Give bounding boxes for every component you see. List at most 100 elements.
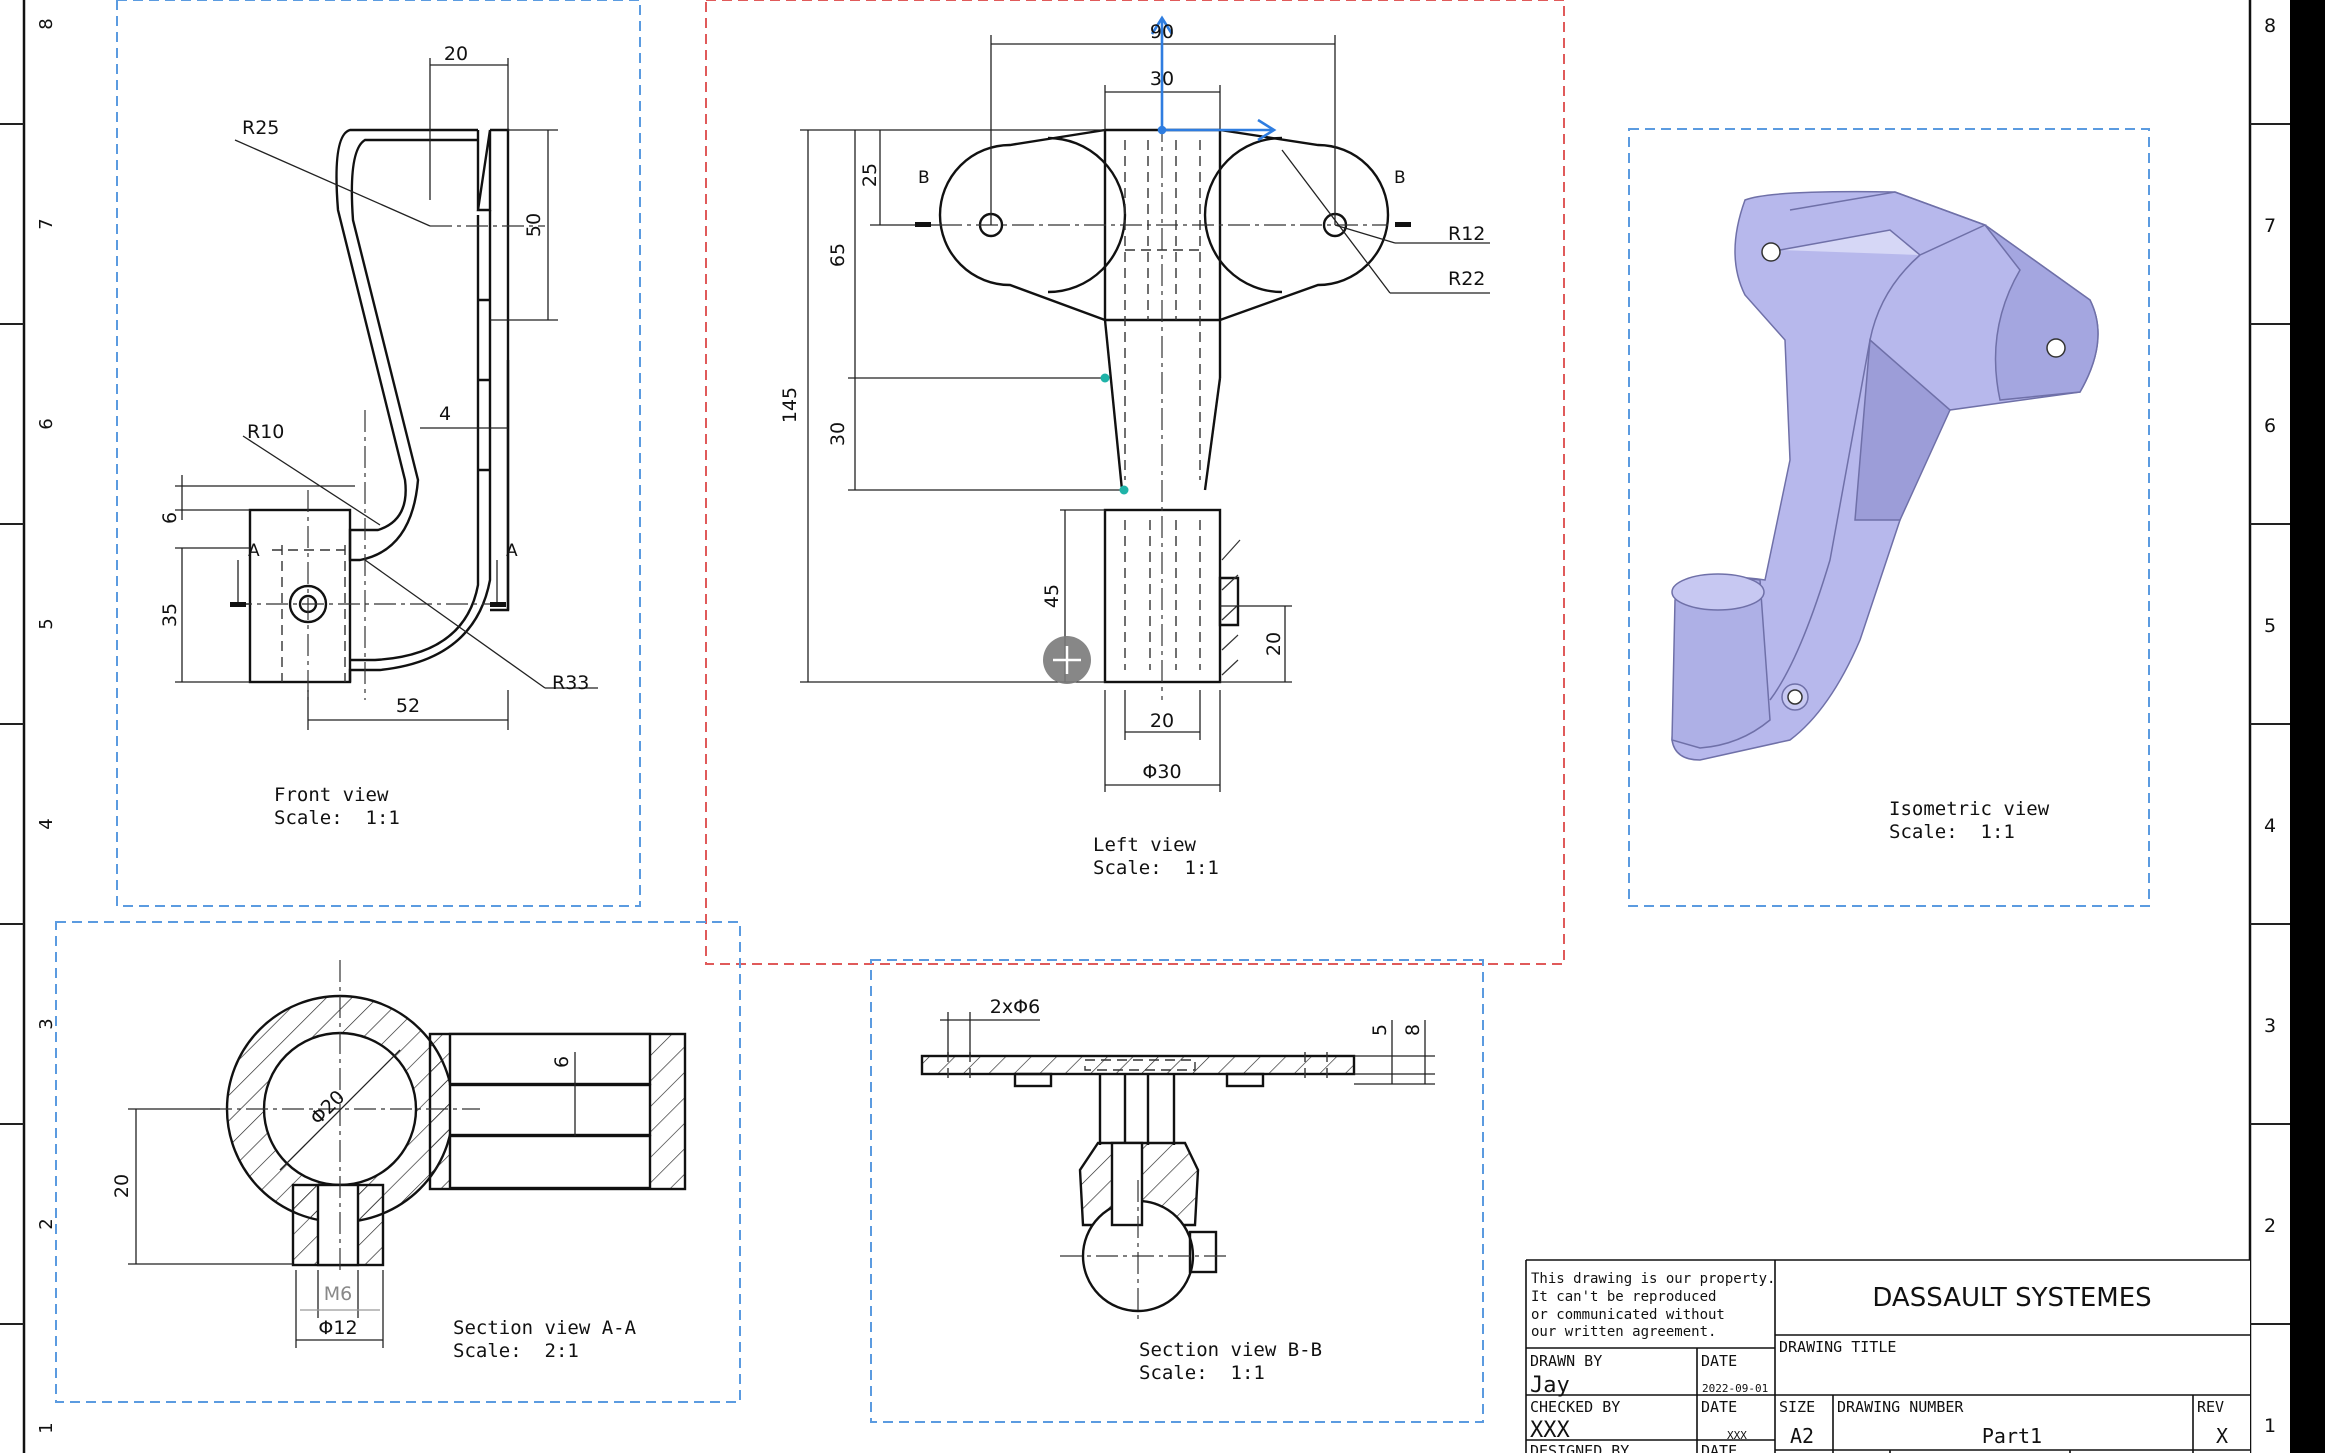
dim-52: 52 (396, 695, 420, 717)
size-value[interactable]: A2 (1790, 1424, 1814, 1448)
notice-line: This drawing is our property. (1531, 1271, 1775, 1287)
checked-date-value[interactable]: XXX (1727, 1429, 1747, 1442)
dim-20: 20 (444, 43, 468, 65)
drawing-title-label: DRAWING TITLE (1779, 1338, 1896, 1356)
dim-20-bottom: 20 (1150, 710, 1174, 732)
isometric-view[interactable]: Isometric view Scale: 1:1 (1628, 128, 2150, 907)
view-scale: Scale: 1:1 (1093, 857, 1219, 879)
size-label: SIZE (1779, 1398, 1815, 1416)
dim-45: 45 (1041, 584, 1063, 608)
checked-by-value[interactable]: XXX (1530, 1418, 1570, 1443)
rev-label: REV (2197, 1398, 2224, 1416)
zone-label: 8 (2264, 15, 2276, 37)
designed-by-label: DESIGNED BY (1530, 1442, 1629, 1453)
notice-line: or communicated without (1531, 1307, 1725, 1323)
view-scale: Scale: 1:1 (274, 807, 400, 829)
front-view[interactable]: 20 R25 50 4 R10 6 A A 35 R33 52 Front vi… (116, 0, 641, 907)
drawn-by-value[interactable]: Jay (1530, 1373, 1570, 1398)
view-scale: Scale: 1:1 (1139, 1362, 1265, 1384)
dim-6: 6 (551, 1056, 573, 1068)
view-title: Isometric view (1889, 798, 2050, 820)
dim-2x-phi6: 2xΦ6 (990, 996, 1040, 1018)
zone-label: 1 (2264, 1415, 2276, 1437)
drawn-date-value[interactable]: 2022-09-01 (1702, 1382, 1768, 1395)
zone-label: 3 (2264, 1015, 2276, 1037)
title-block[interactable]: This drawing is our property. It can't b… (1525, 1259, 2250, 1453)
dim-r33: R33 (552, 672, 589, 694)
vertex-marker[interactable] (1100, 373, 1110, 383)
dim-r22: R22 (1448, 268, 1485, 290)
checked-by-label: CHECKED BY (1530, 1398, 1620, 1416)
zone-label: 1 (36, 1422, 57, 1433)
dim-30: 30 (827, 422, 849, 446)
dim-phi30: Φ30 (1142, 761, 1181, 783)
company-name[interactable]: DASSAULT SYSTEMES (1872, 1283, 2151, 1313)
view-title: Section view A-A (453, 1317, 637, 1339)
zone-label: 2 (36, 1218, 57, 1229)
axis-triad-icon[interactable] (1150, 15, 1277, 142)
zone-label: 7 (2264, 215, 2276, 237)
dim-90: 90 (1150, 21, 1174, 43)
section-mark-b-right[interactable]: B (1394, 168, 1406, 188)
section-mark-a-left[interactable]: A (248, 541, 260, 561)
zone-label: 3 (36, 1018, 57, 1029)
section-view-a-a[interactable]: Φ20 6 20 M6 Φ12 Section view A-A Scale: … (55, 921, 741, 1403)
date-label: DATE (1701, 1352, 1737, 1370)
checked-date-label: DATE (1701, 1398, 1737, 1416)
zone-label: 5 (2264, 615, 2276, 637)
zone-label: 8 (36, 18, 57, 29)
view-scale: Scale: 1:1 (1889, 821, 2015, 843)
dim-r10: R10 (247, 421, 284, 443)
drawing-number-label: DRAWING NUMBER (1837, 1398, 1964, 1416)
dim-r25: R25 (242, 117, 279, 139)
view-title: Front view (274, 784, 389, 806)
vertex-marker[interactable] (1119, 485, 1129, 495)
dim-4: 4 (439, 403, 451, 425)
notice-line: It can't be reproduced (1531, 1289, 1716, 1305)
zone-label: 5 (36, 618, 57, 629)
zone-label: 6 (36, 418, 57, 429)
rev-value[interactable]: X (2216, 1424, 2228, 1448)
notice-line: our written agreement. (1531, 1324, 1716, 1340)
dim-20: 20 (111, 1174, 133, 1198)
drawing-number-value[interactable]: Part1 (1982, 1424, 2042, 1448)
move-cross-icon[interactable] (1043, 636, 1091, 684)
section-b-b-frame[interactable] (870, 959, 1484, 1423)
zone-label: 6 (2264, 415, 2276, 437)
zone-label: 7 (36, 218, 57, 229)
zone-label: 4 (2264, 815, 2276, 837)
view-title: Left view (1093, 834, 1197, 856)
dim-35: 35 (159, 603, 181, 627)
designed-date-label: DATE (1701, 1442, 1737, 1453)
isometric-view-frame[interactable] (1628, 128, 2150, 907)
zone-label: 4 (36, 818, 57, 829)
section-mark-b-left[interactable]: B (918, 168, 930, 188)
zone-label: 2 (2264, 1215, 2276, 1237)
section-a-a-frame[interactable] (55, 921, 741, 1403)
zone-labels-right: 8 7 6 5 4 3 2 1 (2264, 15, 2276, 1437)
dim-5: 5 (1369, 1024, 1391, 1036)
dim-145: 145 (779, 387, 801, 423)
dim-25: 25 (859, 163, 881, 187)
dim-50: 50 (523, 213, 545, 237)
view-title: Section view B-B (1139, 1339, 1322, 1361)
dim-20-right: 20 (1263, 632, 1285, 656)
view-scale: Scale: 2:1 (453, 1340, 579, 1362)
section-view-b-b[interactable]: 2xΦ6 5 8 Section view B-B Scale: 1:1 (870, 959, 1484, 1423)
section-mark-a-right[interactable]: A (506, 541, 518, 561)
isometric-part-image (1671, 190, 2099, 761)
left-view-frame[interactable] (705, 0, 1565, 965)
left-view[interactable]: 90 30 25 B B R12 R22 65 145 30 45 20 20 … (705, 0, 1565, 965)
drawn-by-label: DRAWN BY (1530, 1352, 1602, 1370)
dim-65: 65 (827, 243, 849, 267)
dim-6: 6 (159, 512, 181, 524)
dim-8: 8 (1402, 1024, 1424, 1036)
dim-30-top: 30 (1150, 68, 1174, 90)
dim-phi12: Φ12 (318, 1317, 357, 1339)
dim-r12: R12 (1448, 223, 1485, 245)
thread-m6: M6 (324, 1283, 352, 1305)
zone-labels-left: 8 7 6 5 4 3 2 1 (36, 18, 57, 1433)
front-view-frame[interactable] (116, 0, 641, 907)
